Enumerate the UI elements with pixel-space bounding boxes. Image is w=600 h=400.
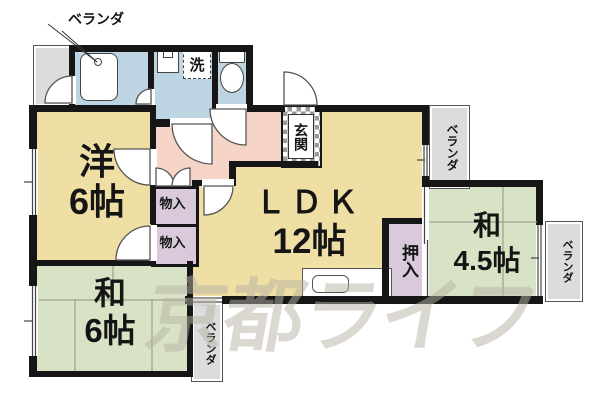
ldk-name: ＬＤＫ (255, 185, 363, 220)
storage-closet-lower (151, 224, 199, 267)
laundry-space: 洗 (183, 49, 211, 79)
room-japanese-45 (429, 187, 543, 304)
wall-japanese6-bottom (33, 371, 193, 377)
veranda-top-left-label: ベランダ (68, 11, 124, 27)
storage-door-arc-right (171, 167, 191, 187)
entrance-door-arc (283, 71, 318, 106)
wall-washroom-bottom (150, 119, 172, 127)
wall-ldk-right-upper (422, 112, 429, 145)
entrance-label: 玄関 (293, 122, 309, 151)
wall-ldk-top (315, 105, 429, 112)
japanese-45-size: 4.5帖 (453, 245, 521, 276)
wall-western-japanese-divider (33, 260, 156, 266)
western-room-name: 洋 (78, 141, 115, 182)
oshiire-closet (387, 222, 423, 298)
wall-top (69, 45, 253, 52)
ldk-size: 12帖 (272, 222, 347, 261)
washbasin-tap (163, 51, 173, 58)
veranda-leader-line (61, 30, 98, 63)
bathtub-drain (94, 58, 102, 66)
laundry-label: 洗 (189, 56, 205, 74)
japanese-6-name: 和 (93, 275, 126, 311)
wall-wa45-right-upper (536, 180, 543, 225)
washroom-door-arc (171, 123, 213, 165)
wall-toilet-right (246, 45, 253, 112)
storage-lower-label: 物入 (159, 235, 186, 250)
western-room-size: 6帖 (68, 181, 126, 222)
wall-under-bath (33, 105, 156, 112)
entrance-label-box: 玄関 (288, 114, 314, 159)
wall-bath-washroom (148, 52, 154, 90)
toilet-door-arc (209, 108, 247, 146)
wall-washroom-toilet (212, 45, 218, 112)
wall-oshiire-left (382, 218, 389, 304)
storage-upper-label: 物入 (159, 196, 186, 211)
bath-veranda-door-arc (44, 75, 73, 104)
wall-left-3 (29, 356, 37, 377)
wall-hall-ldk-corner (229, 161, 236, 186)
wall-wa45-top (422, 180, 543, 187)
storage-lower-door-arc (115, 225, 151, 261)
wall-bath-left-upper (69, 45, 75, 77)
veranda-top-right-label: ベランダ (445, 123, 459, 171)
oshiire-label: 押入 (399, 244, 418, 278)
veranda-bottom-label: ベランダ (204, 321, 216, 365)
wall-hall-ldk (233, 161, 318, 167)
ldk-door-arc (203, 185, 234, 216)
western-room-door-arc (113, 148, 151, 186)
toilet-bowl (220, 63, 244, 93)
wall-western-right-lower (150, 183, 156, 224)
wall-ldk-door-bit (192, 180, 204, 186)
wall-japanese6-right (187, 261, 193, 377)
wall-left-1 (29, 105, 37, 149)
kitchen-sink (312, 275, 349, 293)
wall-oshiire-top (382, 218, 423, 224)
wall-under-toilet (246, 105, 285, 112)
japanese-45-name: 和 (472, 210, 501, 241)
veranda-right-label: ベランダ (561, 239, 573, 283)
veranda-top-right (429, 105, 470, 189)
wall-western-right-upper (150, 105, 156, 149)
storage-door-arc-left (155, 167, 175, 187)
veranda-leader-line (47, 23, 98, 63)
bath-door-arc (135, 88, 152, 105)
veranda-right (545, 221, 583, 302)
japanese-6-size: 6帖 (84, 312, 136, 349)
wall-left-2 (29, 215, 37, 286)
